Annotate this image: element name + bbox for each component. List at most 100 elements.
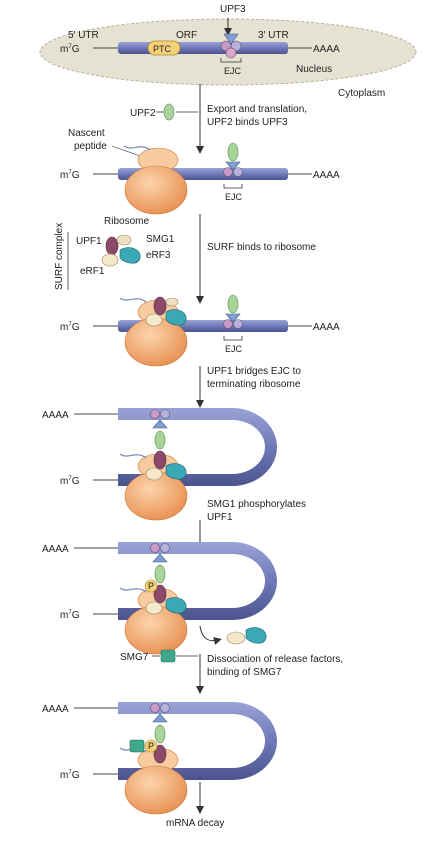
mrna-hairpin bbox=[118, 542, 277, 620]
ptc-marker bbox=[147, 40, 181, 56]
smg7-protein bbox=[129, 739, 145, 753]
step-6-text-1: mRNA decay bbox=[166, 818, 224, 829]
label-erf1: eRF1 bbox=[80, 266, 105, 277]
step-1-text-1: Export and translation, bbox=[207, 104, 307, 115]
upf2-protein bbox=[154, 564, 166, 584]
phosphate-marker bbox=[144, 579, 158, 593]
step-4-text-2: UPF1 bbox=[207, 512, 233, 523]
step-2: SURF binds to ribosome bbox=[196, 214, 316, 304]
erf1-protein bbox=[145, 313, 163, 327]
label-p-2: P bbox=[148, 741, 154, 751]
ejc-component bbox=[150, 543, 160, 553]
nascent-peptide bbox=[119, 453, 147, 459]
label-erf3: eRF3 bbox=[146, 250, 171, 261]
ejc-bracket bbox=[223, 184, 243, 189]
smg1-protein bbox=[165, 297, 179, 307]
label-upf1: UPF1 bbox=[76, 236, 102, 247]
ejc-component bbox=[223, 319, 233, 329]
upf2-protein bbox=[163, 103, 175, 121]
erf3-protein bbox=[119, 247, 141, 264]
upf1-protein bbox=[153, 450, 167, 470]
panel-smg7-bound: AAAA m7G P bbox=[42, 702, 277, 815]
upf3-protein bbox=[152, 419, 168, 429]
label-aaaa-1: AAAA bbox=[313, 44, 340, 55]
panel-translation: Nascent peptide m7G AAAA Ribosome EJC bbox=[60, 128, 340, 227]
ejc-component bbox=[233, 319, 243, 329]
label-aaaa-6: AAAA bbox=[42, 704, 69, 715]
step-5-text-2: binding of SMG7 bbox=[207, 667, 282, 678]
step-3-text-2: terminating ribosome bbox=[207, 379, 301, 390]
label-cytoplasm: Cytoplasm bbox=[338, 88, 385, 99]
upf2-protein bbox=[154, 430, 166, 450]
ejc-component bbox=[160, 703, 170, 713]
ejc-component bbox=[160, 409, 170, 419]
label-5utr: 5′ UTR bbox=[68, 30, 99, 41]
upf1-protein bbox=[105, 236, 119, 256]
phosphate-marker bbox=[144, 739, 158, 753]
label-m7g-3: m7G bbox=[60, 322, 80, 333]
label-m7g-4: m7G bbox=[60, 476, 80, 487]
label-smg7: SMG7 bbox=[120, 652, 149, 663]
upf2-protein bbox=[227, 142, 239, 162]
step-6: mRNA decay bbox=[166, 782, 224, 829]
panel-bridge: AAAA m7G bbox=[42, 408, 277, 521]
ejc-component bbox=[150, 409, 160, 419]
ejc-bracket bbox=[220, 58, 242, 63]
erf1-protein bbox=[145, 467, 163, 481]
step-4-text-1: SMG1 phosphorylates bbox=[207, 499, 306, 510]
erf3-released bbox=[245, 627, 267, 644]
upf1-protein bbox=[153, 584, 167, 604]
smg7-protein bbox=[160, 649, 176, 663]
step-5-text-1: Dissociation of release factors, bbox=[207, 654, 343, 665]
erf1-protein bbox=[101, 253, 119, 267]
label-nucleus: Nucleus bbox=[296, 64, 332, 75]
nascent-peptide bbox=[119, 587, 147, 593]
upf3-protein bbox=[225, 161, 241, 171]
erf3-protein bbox=[165, 463, 187, 480]
ejc-component bbox=[233, 167, 243, 177]
upf2-protein bbox=[154, 724, 166, 744]
erf1-released bbox=[226, 631, 246, 645]
upf3-protein bbox=[223, 33, 239, 45]
mrna-hairpin bbox=[118, 702, 277, 780]
label-ribosome: Ribosome bbox=[104, 216, 149, 227]
panel-phosphorylated: AAAA m7G P bbox=[42, 542, 277, 655]
label-aaaa-3: AAAA bbox=[313, 322, 340, 333]
step-3-text-1: UPF1 bridges EJC to bbox=[207, 366, 301, 377]
smg1-protein bbox=[116, 234, 132, 246]
step-3: UPF1 bridges EJC to terminating ribosome bbox=[196, 366, 301, 408]
ejc-bracket bbox=[223, 336, 243, 341]
label-ejc-1: EJC bbox=[224, 66, 242, 76]
upf1-protein bbox=[153, 296, 167, 316]
upf3-protein bbox=[225, 313, 241, 323]
label-m7g-2: m7G bbox=[60, 170, 80, 181]
surf-complex: SURF complex UPF1 SMG1 eRF3 eRF1 bbox=[54, 223, 175, 290]
step-1-text-2: UPF2 binds UPF3 bbox=[207, 117, 288, 128]
label-ejc-2: EJC bbox=[225, 192, 243, 202]
label-aaaa-2: AAAA bbox=[313, 170, 340, 181]
ejc-component bbox=[160, 543, 170, 553]
label-upf2: UPF2 bbox=[130, 108, 156, 119]
step-1: Export and translation, UPF2 binds UPF3 … bbox=[130, 84, 307, 154]
label-orf: ORF bbox=[176, 30, 197, 41]
label-aaaa-4: AAAA bbox=[42, 410, 69, 421]
upf3-protein bbox=[152, 553, 168, 563]
upf2-protein bbox=[227, 294, 239, 314]
ribosome-large-subunit bbox=[124, 765, 188, 815]
ejc-component bbox=[223, 167, 233, 177]
release-arrow bbox=[199, 625, 222, 645]
erf3-protein bbox=[165, 597, 187, 614]
ribosome-large-subunit bbox=[124, 165, 188, 215]
label-m7g-6: m7G bbox=[60, 770, 80, 781]
ejc-component bbox=[150, 703, 160, 713]
label-nascent-1: Nascent bbox=[68, 128, 105, 139]
label-3utr: 3′ UTR bbox=[258, 30, 289, 41]
label-ptc: PTC bbox=[153, 44, 172, 54]
label-m7g-5: m7G bbox=[60, 610, 80, 621]
label-nascent-2: peptide bbox=[74, 141, 107, 152]
nascent-pointer bbox=[111, 145, 141, 157]
mrna-strand bbox=[118, 42, 288, 54]
panel-nucleus: 5′ UTR ORF UPF3 3′ UTR m7G AAAA PTC EJC … bbox=[39, 4, 417, 99]
ejc-component bbox=[225, 47, 237, 59]
panel-surf-bound: m7G AAAA EJC bbox=[60, 294, 340, 367]
